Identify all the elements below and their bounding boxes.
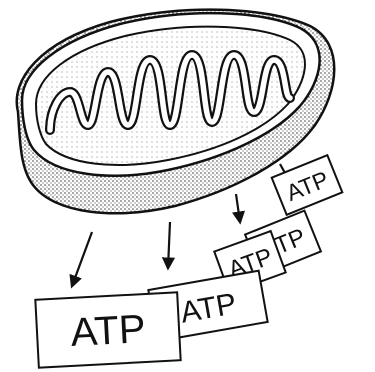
arrow-2 — [168, 222, 170, 268]
arrow-3 — [236, 194, 240, 222]
atp-card-1: ATP — [35, 292, 180, 367]
atp-label-1: ATP — [70, 307, 147, 355]
arrow-1 — [72, 232, 92, 286]
atp-card-5: ATP — [272, 155, 343, 215]
